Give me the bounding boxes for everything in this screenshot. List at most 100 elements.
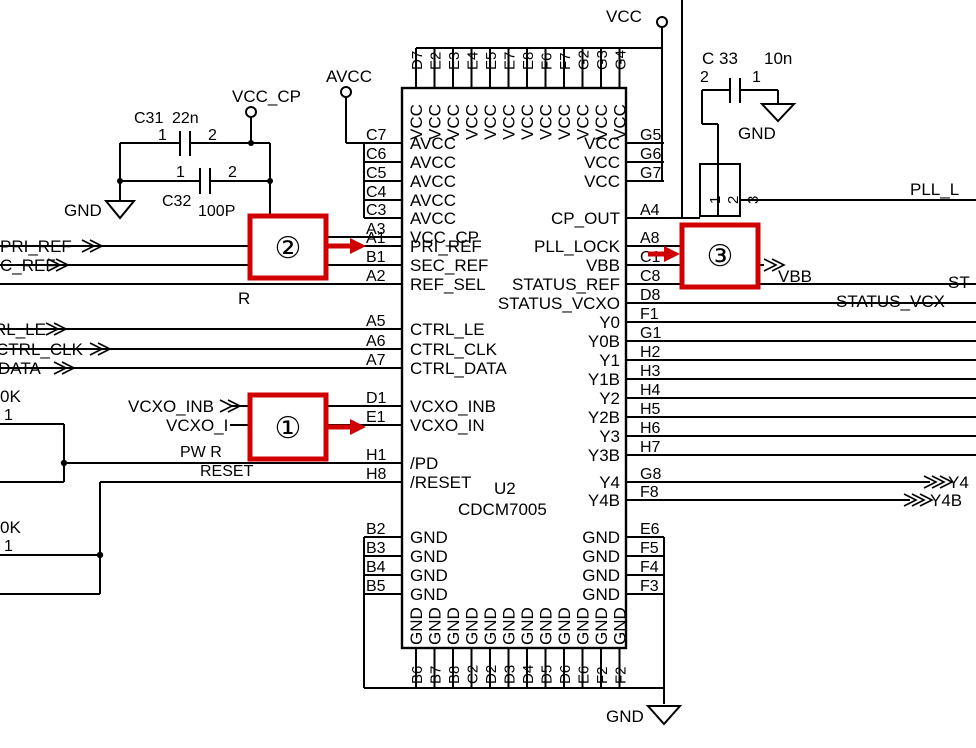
top-pin-number: G3: [594, 50, 611, 70]
left-pin-number: C5: [366, 165, 387, 182]
bottom-pin-number: D6: [557, 665, 574, 684]
right-pin-number: H4: [640, 382, 661, 399]
left-pin-number: A6: [366, 333, 386, 350]
bottom-pin-group: GNDB6GNDB7GNDB8GNDC2GNDD2GNDD3GNDD4GNDD5…: [407, 607, 630, 688]
ref-sel-net-label: R: [238, 289, 250, 308]
c32-capacitor: C32 100P 1 2: [120, 164, 237, 220]
right-pin-number: G6: [640, 146, 661, 163]
right-pin-name: Y0: [599, 313, 620, 332]
left-pin-name: /RESET: [410, 473, 471, 492]
left-pin-number: C6: [366, 146, 387, 163]
bottom-pin-name: GND: [481, 607, 500, 645]
top-pin-number: F6: [539, 52, 556, 70]
left-pin-name: AVCC: [410, 209, 456, 228]
right-pin-name: VCC: [584, 153, 620, 172]
right-pin-name: GND: [582, 528, 620, 547]
right-pin-number: H3: [640, 363, 661, 380]
c32-pin2: 2: [228, 164, 237, 181]
bottom-gnd-symbol: [645, 705, 683, 726]
vcc-top-terminal: [656, 16, 668, 28]
left-pin-number: H8: [366, 466, 387, 483]
resistor-top-pin: 1: [4, 407, 13, 424]
right-pin-name: Y3: [599, 427, 620, 446]
c33-pin2: 2: [700, 69, 709, 86]
right-pin-name: Y2: [599, 389, 620, 408]
c32-ref: C32: [162, 193, 191, 210]
left-gnd-net: GND: [64, 140, 273, 220]
callout-3-arrow-icon: [664, 246, 680, 262]
right-gnd-symbol: [759, 103, 797, 123]
left-pin-number: A1: [366, 230, 386, 247]
bottom-pin-name: GND: [592, 607, 611, 645]
left-pin-name: GND: [410, 585, 448, 604]
left-pin-number: B4: [366, 559, 386, 576]
loop-filter-block: 1 2 3 PLL_L: [682, 163, 976, 219]
right-pin-name: Y1B: [588, 370, 620, 389]
left-pin-name: CTRL_DATA: [410, 359, 507, 378]
left-pin-name: AVCC: [410, 191, 456, 210]
callout-1-label: ①: [275, 411, 302, 446]
left-pin-name: GND: [410, 528, 448, 547]
bottom-pin-number: D4: [520, 665, 537, 684]
left-pin-number: B1: [366, 249, 386, 266]
sec-ref-net-label: C_REF: [0, 256, 56, 275]
top-pin-name: VCC: [592, 104, 611, 140]
right-pin-name: STATUS_VCXO: [498, 294, 620, 313]
left-pin-name: GND: [410, 547, 448, 566]
right-pin-number: H2: [640, 344, 661, 361]
top-pin-group: D7VCCE2VCCE3VCCE4VCCE5VCCE7VCCE8VCCF6VCC…: [407, 48, 630, 140]
right-pin-name: STATUS_REF: [512, 275, 620, 294]
left-pin-name: CTRL_CLK: [410, 340, 498, 359]
c33-ref: C 33: [702, 49, 738, 68]
status-ref-net-label: ST: [948, 273, 970, 292]
right-pin-number: H6: [640, 420, 661, 437]
right-pin-number: F8: [640, 484, 659, 501]
left-pin-name: PRI_REF: [410, 237, 482, 256]
ic-ref-label: U2: [494, 479, 516, 498]
top-pin-number: E2: [428, 52, 445, 70]
pwr-net-label: PW R: [180, 444, 222, 461]
left-pin-number: E1: [366, 409, 386, 426]
right-pin-name: PLL_LOCK: [534, 237, 621, 256]
right-pin-name: Y4: [599, 473, 620, 492]
top-pin-name: VCC: [518, 104, 537, 140]
top-pin-name: VCC: [500, 104, 519, 140]
right-gnd-label: GND: [738, 124, 776, 143]
top-pin-name: VCC: [463, 104, 482, 140]
bottom-pin-name: GND: [500, 607, 519, 645]
left-pin-name: AVCC: [410, 153, 456, 172]
left-pin-number: B5: [366, 578, 386, 595]
left-pin-number: A7: [366, 352, 386, 369]
top-pin-name: VCC: [537, 104, 556, 140]
bottom-pin-number: D3: [502, 665, 519, 684]
c33-capacitor: C 33 10n 2 1 GND: [700, 49, 797, 164]
bottom-pin-number: E6: [576, 666, 593, 684]
filter-pin-1: 1: [707, 196, 724, 204]
vcc-cp-label: VCC_CP: [232, 87, 301, 106]
right-pin-group: G5VCCG6VCCG7VCCA4CP_OUTA8PLL_LOCKC1VBBC8…: [498, 127, 664, 604]
callout-2-arrow-icon: [350, 238, 366, 254]
right-pin-name: Y1: [599, 351, 620, 370]
left-pin-name: GND: [410, 566, 448, 585]
right-pin-number: G5: [640, 127, 661, 144]
resistor-bottom-value: 0K: [0, 518, 21, 537]
bottom-pin-number: B8: [446, 666, 463, 684]
c31-pin1: 1: [158, 127, 167, 144]
c32-pin1: 1: [176, 164, 185, 181]
left-pin-name: VCC_CP: [410, 228, 479, 247]
bottom-pin-number: D2: [483, 665, 500, 684]
right-pin-number: G7: [640, 165, 661, 182]
y4-net-label: Y4: [948, 473, 969, 492]
avcc-net: AVCC: [326, 67, 372, 218]
vcc-top-net: VCC: [416, 0, 683, 218]
top-pin-number: E3: [446, 52, 463, 70]
vbb-net-label: VBB: [778, 267, 812, 286]
right-pin-name: VBB: [586, 256, 620, 275]
left-pin-number: A3: [366, 221, 386, 238]
right-pin-name: VCC: [584, 172, 620, 191]
bottom-pin-number: B6: [409, 666, 426, 684]
resistor-bottom-pin: 1: [4, 538, 13, 555]
top-pin-name: VCC: [444, 104, 463, 140]
top-pin-name: VCC: [426, 104, 445, 140]
